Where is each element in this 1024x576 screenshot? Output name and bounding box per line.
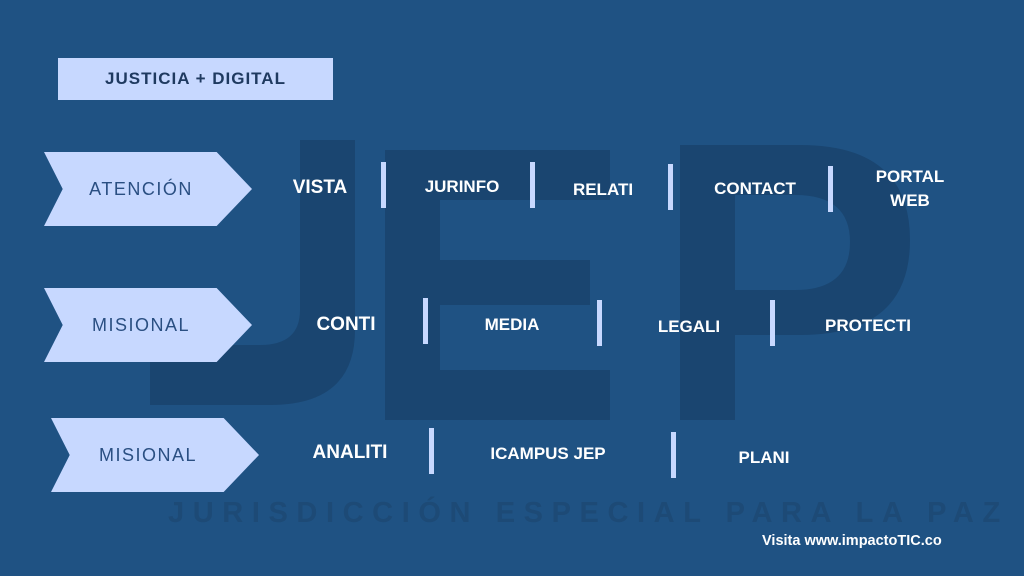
row-label-atencion: ATENCIÓN: [44, 152, 252, 226]
item-plani: PLANI: [738, 448, 790, 467]
footer-website: Visita www.impactoTIC.co: [762, 533, 942, 549]
item-media: MEDIA: [484, 315, 540, 334]
row-label-misional-2: MISIONAL: [51, 418, 259, 492]
item-analiti: ANALITI: [312, 442, 388, 463]
item-protecti: PROTECTI: [825, 316, 911, 335]
item-vista: VISTA: [292, 177, 348, 198]
page-title: JUSTICIA + DIGITAL: [58, 58, 333, 100]
divider: [423, 298, 428, 344]
item-legali: LEGALI: [657, 317, 721, 336]
row-label-misional-1: MISIONAL: [44, 288, 252, 362]
divider: [597, 300, 602, 346]
divider: [668, 164, 673, 210]
item-relati: RELATI: [572, 180, 634, 199]
divider: [429, 428, 434, 474]
divider: [770, 300, 775, 346]
item-conti: CONTI: [316, 314, 376, 335]
item-jurinfo: JURINFO: [424, 177, 500, 196]
item-contact: CONTACT: [714, 179, 796, 198]
item-portal-web: PORTAL WEB: [875, 167, 945, 210]
divider: [671, 432, 676, 478]
divider: [530, 162, 535, 208]
item-icampus-jep: ICAMPUS JEP: [490, 444, 606, 463]
divider: [381, 162, 386, 208]
watermark-tagline: JURISDICCIÓN ESPECIAL PARA LA PAZ: [168, 497, 1009, 529]
divider: [828, 166, 833, 212]
